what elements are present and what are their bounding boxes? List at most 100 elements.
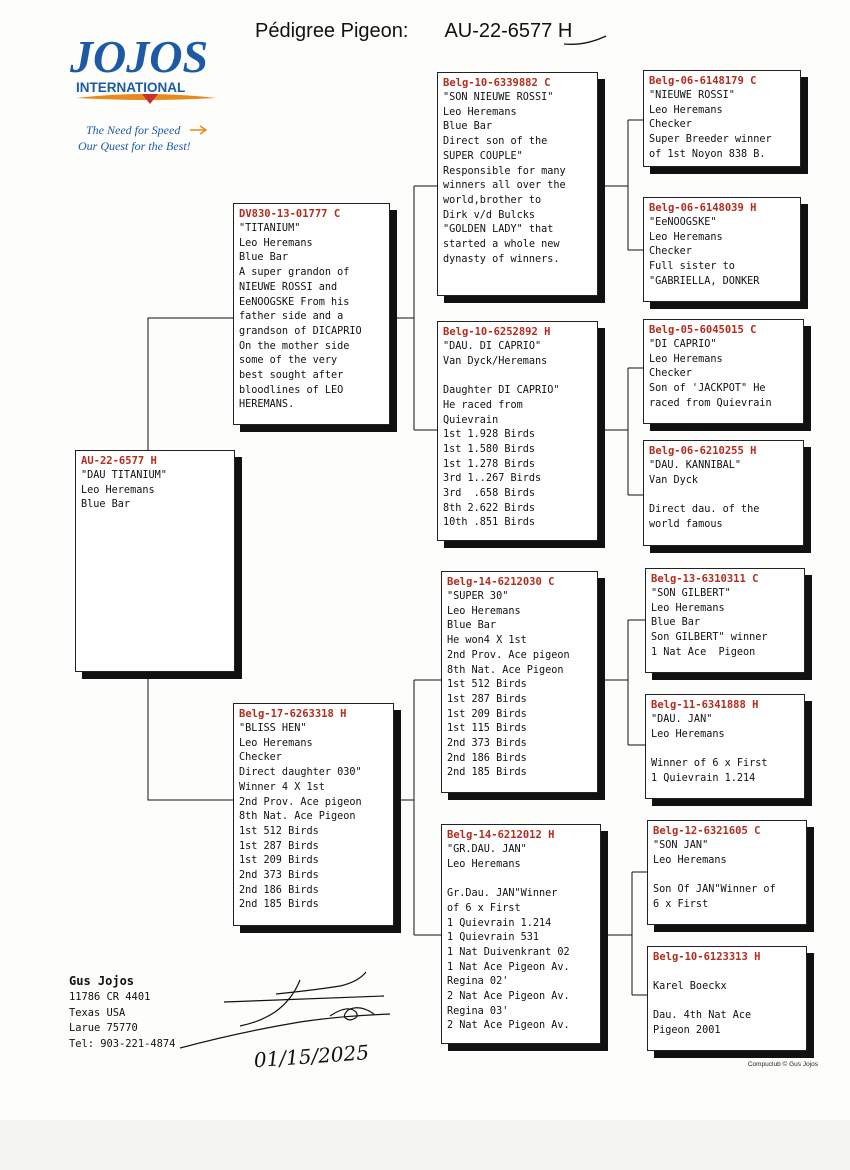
pigeon-info-line: Blue Bar (81, 499, 131, 511)
pigeon-info-line: bloodlines of LEO (239, 384, 344, 396)
pigeon-info-line: NIEUWE ROSSI and (239, 281, 338, 293)
pigeon-info-line (653, 868, 806, 883)
pigeon-info-line: Son GILBERT" winner (651, 632, 768, 644)
page-title: Pédigree Pigeon:AU-22-6577 H (255, 20, 572, 43)
pigeon-info-line: He won4 X 1st (447, 635, 527, 647)
title-underline-mark (563, 35, 607, 45)
pigeon-ring-number: Belg-05-6045015 C (649, 324, 757, 336)
pigeon-info-line: Checker (649, 246, 692, 258)
handwritten-signature: 01/15/2025 (180, 971, 390, 1072)
pigeon-info-line: HEREMANS. (239, 399, 295, 411)
pigeon-info-line: 1 Quievrain 1.214 (651, 772, 756, 784)
pigeon-info-line: Leo Heremans (443, 106, 517, 118)
owner-address-1: 11786 CR 4401 (69, 991, 151, 1003)
pigeon-info-line: 2nd Prov. Ace pigeon (447, 649, 570, 661)
pigeon-info-line: Checker (649, 119, 692, 131)
pigeon-box-dds[interactable]: Belg-12-6321605 C"SON JAN"Leo Heremans S… (647, 820, 807, 925)
pigeon-box-ssd[interactable]: Belg-06-6148039 H "EeNOOGSKE" Leo Heremans… (643, 197, 801, 302)
pigeon-info-line: 1st 209 Birds (239, 855, 319, 867)
pigeon-info-line: Leo Heremans (81, 484, 155, 496)
pigeon-box-dss[interactable]: Belg-13-6310311 C"SON GILBERT"Leo Herema… (645, 568, 805, 673)
pigeon-info-line: 1st 1.278 Birds (443, 458, 536, 470)
pigeon-info-line: Winner 4 X 1st (239, 781, 325, 793)
pigeon-box-sire-dam[interactable]: Belg-10-6252892 H "DAU. DI CAPRIO" Van Dyc… (437, 321, 598, 541)
pigeon-name: "SON JAN" (653, 840, 709, 851)
pigeon-info-line: 1 Nat Duivenkrant 02 (447, 946, 570, 958)
pigeon-info-line: 2nd 186 Birds (239, 884, 319, 896)
pigeon-name: "TITANIUM" (239, 223, 301, 234)
pigeon-box-sdd[interactable]: Belg-06-6210255 H"DAU. KANNIBAL"Van Dyck… (643, 440, 804, 546)
pigeon-info-line: 1st 512 Birds (239, 825, 319, 837)
pigeon-info-line: 1st 287 Birds (239, 840, 319, 852)
pigeon-box-dam-dam[interactable]: Belg-14-6212012 H"GR.DAU. JAN"Leo Herema… (441, 824, 601, 1044)
pigeon-info-line: 2nd 185 Birds (447, 767, 527, 779)
pigeon-info-line: Leo Heremans (239, 737, 313, 749)
owner-block: Gus Jojos 11786 CR 4401 Texas USA Larue … (69, 972, 175, 1052)
pigeon-ring-number: Belg-14-6212030 C (447, 576, 555, 588)
pigeon-name: "DAU. KANNIBAL" (649, 460, 742, 471)
pigeon-info-line: Regina 03' (447, 1005, 509, 1017)
pigeon-info-line: 2nd 373 Birds (239, 870, 319, 882)
pigeon-info-line: 2nd Prov. Ace pigeon (239, 796, 362, 808)
pigeon-info-line: "GOLDEN LADY" that (443, 224, 554, 236)
pigeon-ring-number: Belg-06-6148039 H (649, 202, 757, 214)
pigeon-info-line: Leo Heremans (651, 602, 725, 614)
pigeon-info-line: 1 Nat Ace Pigeon (651, 646, 756, 658)
pigeon-box-dsd[interactable]: Belg-11-6341888 H"DAU. JAN"Leo Heremans … (645, 694, 805, 799)
pigeon-info-line: 2 Nat Ace Pigeon Av. (447, 991, 570, 1003)
pigeon-info-line: Van Dyck/Heremans (443, 355, 548, 367)
pigeon-info-line: best sought after (239, 370, 344, 382)
pigeon-info-line: Direct daughter 030" (239, 767, 362, 779)
pigeon-info-line: 3rd .658 Birds (443, 488, 536, 500)
jojos-international-logo: JOJOS INTERNATIONAL The Need for Speed O… (66, 28, 236, 160)
pigeon-box-sire-sire[interactable]: Belg-10-6339882 C "SON NIEUWE ROSSI" Leo H… (437, 72, 598, 296)
pigeon-info-line: A super grandon of (239, 267, 350, 279)
pigeon-info-line: Leo Heremans (649, 231, 723, 243)
pigeon-ring-number: Belg-12-6321605 C (653, 825, 761, 837)
pigeon-info-line: started a whole new (443, 239, 560, 251)
pigeon-info-line: 8th Nat. Ace Pigeon (239, 811, 356, 823)
pigeon-box-ddd[interactable]: Belg-10-6123313 H Karel Boeckx Dau. 4th … (647, 946, 807, 1051)
pigeon-ring-number: Belg-10-6339882 C (443, 77, 551, 89)
pigeon-info-line: some of the very (239, 355, 338, 367)
pigeon-name: "SON NIEUWE ROSSI" (443, 92, 554, 103)
pigeon-info-line (649, 488, 803, 503)
pigeon-name: "BLISS HEN" (239, 723, 307, 734)
pigeon-info-line: 1st 512 Birds (447, 679, 527, 691)
pigeon-info-line: 8th Nat. Ace Pigeon (447, 664, 564, 676)
pigeon-info-line: Blue Bar (651, 617, 701, 629)
pigeon-ring-number: Belg-17-6263318 H (239, 708, 347, 720)
pigeon-info-line: Leo Heremans (649, 104, 723, 116)
pigeon-info-line: Blue Bar (239, 252, 289, 264)
pigeon-info-line: Leo Heremans (447, 858, 521, 870)
pigeon-ring-number: Belg-10-6252892 H (443, 326, 551, 338)
pigeon-info-line: Blue Bar (443, 121, 493, 133)
pigeon-ring-number: Belg-11-6341888 H (651, 699, 759, 711)
pigeon-name: "DAU. JAN" (651, 714, 713, 725)
pigeon-info-line: Leo Heremans (649, 353, 723, 365)
pigeon-info-line: 3rd 1..267 Birds (443, 473, 542, 485)
owner-address-3: Larue 75770 (69, 1022, 138, 1034)
logo-tagline-1: The Need for Speed (86, 123, 181, 137)
pigeon-info-line: Pigeon 2001 (653, 1024, 721, 1036)
pigeon-info-line: winners all over the (443, 180, 566, 192)
pigeon-info-line: Van Dyck (649, 474, 699, 486)
pigeon-box-sss[interactable]: Belg-06-6148179 C"NIEUWE ROSSI"Leo Herem… (643, 70, 801, 167)
title-label: Pédigree Pigeon: (255, 20, 409, 42)
pigeon-info-line: 2 Nat Ace Pigeon Av. (447, 1020, 570, 1032)
pigeon-info-line: Leo Heremans (447, 605, 521, 617)
pigeon-info-line: 1 Nat Ace Pigeon Av. (447, 961, 570, 973)
pigeon-name: "DAU. DI CAPRIO" (443, 341, 542, 352)
pigeon-info-line: 6 x First (653, 898, 709, 910)
pigeon-info-line: He raced from (443, 399, 523, 411)
owner-name: Gus Jojos (69, 974, 135, 988)
pigeon-box-sds[interactable]: Belg-05-6045015 C"DI CAPRIO"Leo Heremans… (643, 319, 804, 424)
pigeon-box-dam[interactable]: Belg-17-6263318 H "BLISS HEN" Leo Heremans… (233, 703, 394, 926)
pigeon-info-line (653, 994, 806, 1009)
pigeon-name: "EeNOOGSKE" (649, 217, 717, 228)
pigeon-info-line: 2nd 373 Birds (447, 738, 527, 750)
pigeon-info-line (447, 872, 600, 887)
